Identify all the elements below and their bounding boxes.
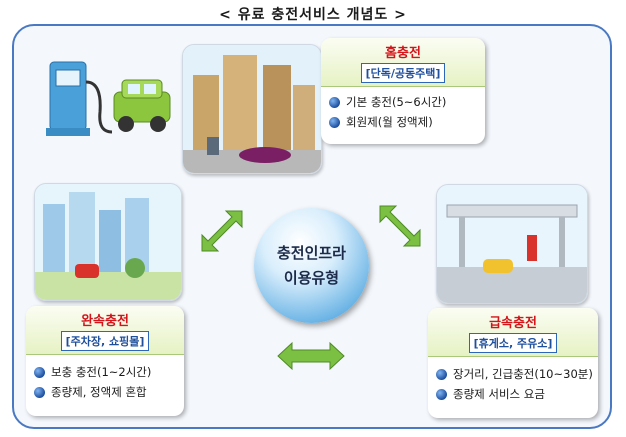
fast-card-subtitle: [휴게소, 주유소] [468, 333, 558, 353]
bullet-icon [436, 368, 447, 380]
slow-card-subtitle: [주차장, 쇼핑몰] [60, 331, 150, 351]
fast-card-items: 장거리, 긴급충전(10~30분) 종량제 서비스 요금 [436, 364, 593, 404]
fast-charging-photo [436, 184, 588, 304]
list-item: 보충 충전(1~2시간) [34, 362, 178, 382]
bullet-icon [436, 388, 447, 400]
list-item: 종량제, 정액제 혼합 [34, 382, 178, 402]
bullet-icon [34, 386, 45, 398]
home-card-title: 홈충전 [385, 46, 421, 61]
bullet-icon [34, 366, 45, 378]
center-hub: 충전인프라 이용유형 [254, 208, 369, 323]
hub-line-2: 이용유형 [283, 269, 340, 287]
bullet-icon [329, 96, 340, 108]
home-card-header: 홈충전 [단독/공동주택] [321, 38, 485, 87]
list-item: 회원제(월 정액제) [329, 112, 479, 132]
double-arrow-upper-left [201, 210, 243, 252]
green-ev-car-icon [113, 79, 171, 132]
list-item: 종량제 서비스 요금 [436, 384, 592, 404]
fast-card-title: 급속충전 [489, 316, 537, 331]
fast-card-header: 급속충전 [휴게소, 주유소] [428, 308, 598, 357]
bullet-icon [329, 116, 340, 128]
ev-charger-icon [46, 61, 113, 136]
hub-line-1: 충전인프라 [276, 244, 346, 262]
home-charging-card: 홈충전 [단독/공동주택] 기본 충전(5~6시간) 회원제(월 정액제) [321, 38, 485, 144]
slow-charging-card: 완속충전 [주차장, 쇼핑몰] 보충 충전(1~2시간) 종량제, 정액제 혼합 [26, 306, 184, 416]
home-card-subtitle: [단독/공동주택] [360, 63, 446, 83]
diagram-title: < 유료 충전서비스 개념도 > [219, 7, 407, 23]
slow-card-title: 완속충전 [81, 314, 129, 329]
double-arrow-upper-right [379, 205, 421, 247]
slow-card-items: 보충 충전(1~2시간) 종량제, 정액제 혼합 [34, 362, 178, 402]
fast-charging-card: 급속충전 [휴게소, 주유소] 장거리, 긴급충전(10~30분) 종량제 서비… [428, 308, 598, 418]
slow-card-header: 완속충전 [주차장, 쇼핑몰] [26, 306, 184, 355]
double-arrow-bottom [277, 341, 345, 371]
home-card-items: 기본 충전(5~6시간) 회원제(월 정액제) [329, 92, 479, 132]
list-item: 장거리, 긴급충전(10~30분) [436, 364, 593, 384]
ev-charger-car-illustration [46, 61, 171, 136]
slow-charging-photo [34, 183, 182, 301]
home-charging-photo [182, 44, 322, 174]
list-item: 기본 충전(5~6시간) [329, 92, 479, 112]
